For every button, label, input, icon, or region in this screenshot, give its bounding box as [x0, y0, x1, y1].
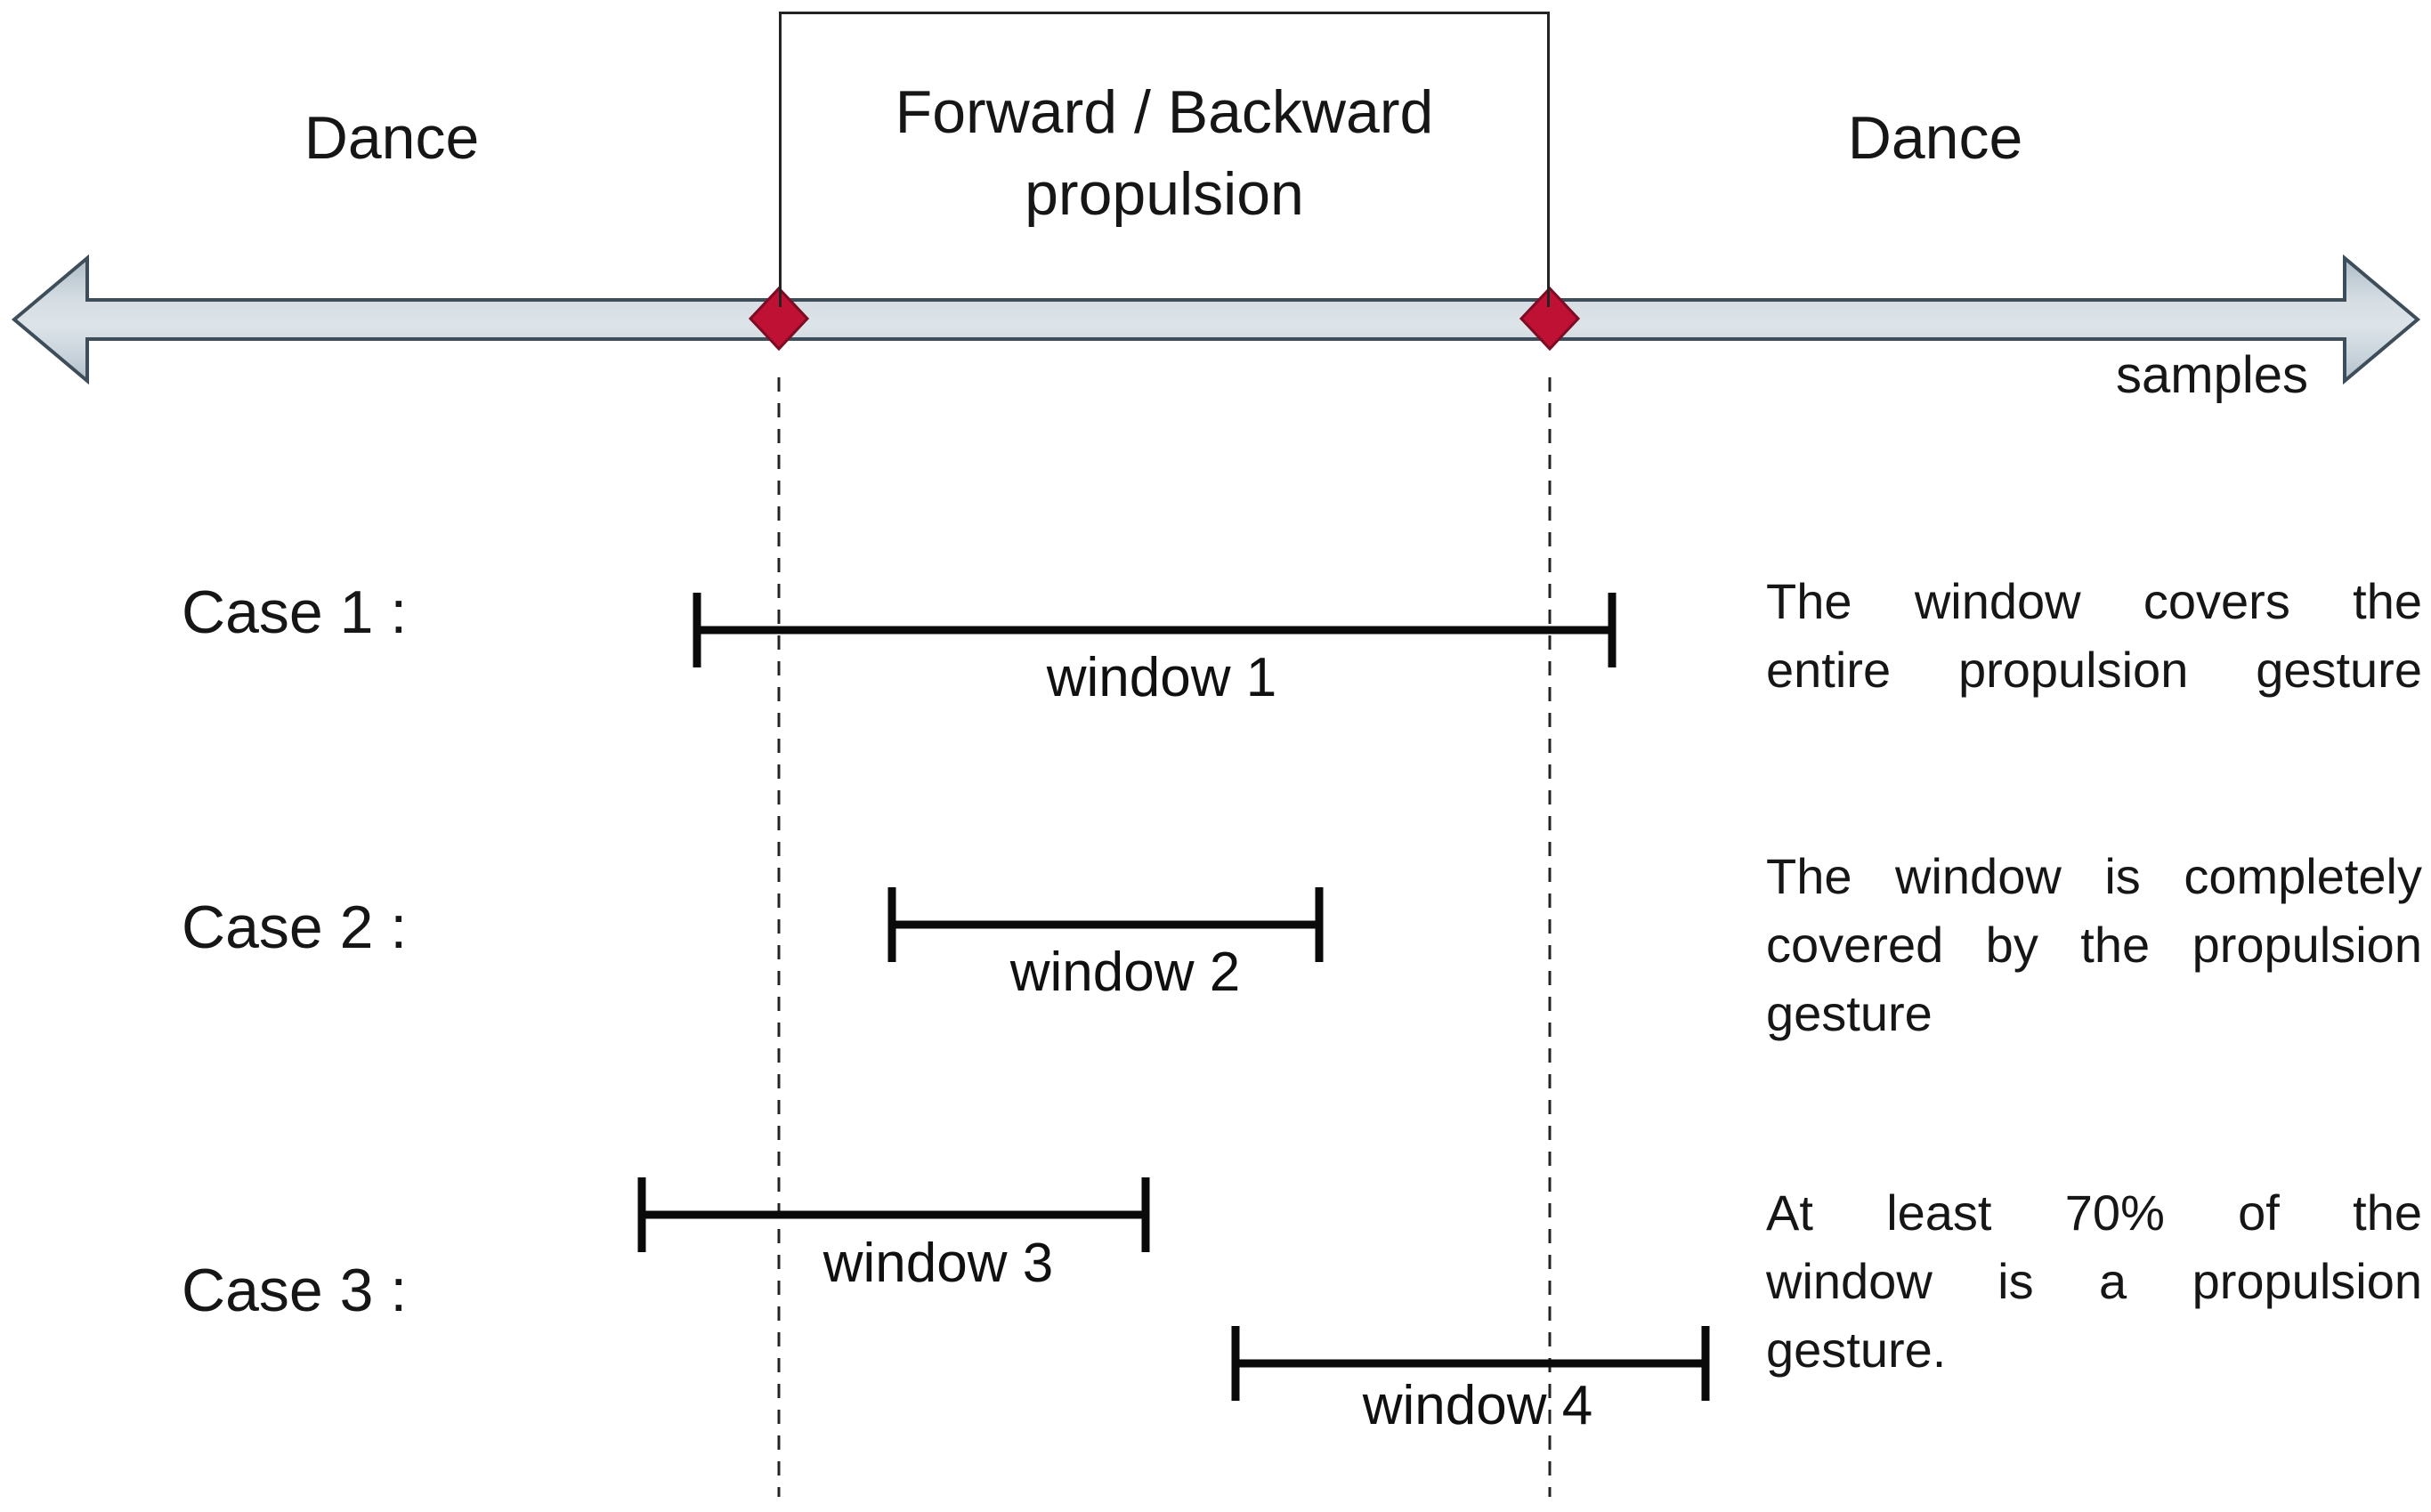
description-word: least	[1886, 1185, 1992, 1241]
description-word: gesture	[2256, 642, 2422, 698]
description-word: The	[1766, 573, 1852, 629]
description-word: the	[2353, 1185, 2422, 1241]
gesture-box-title: Forward / Backward propulsion	[782, 71, 1547, 235]
description-word: by	[1985, 917, 2038, 973]
case-3-description: At least 70% of the window is a propulsion gest…	[1766, 1178, 2422, 1384]
case-2-description-line: gesture	[1766, 985, 1933, 1041]
description-word: window	[1914, 573, 2081, 629]
description-word: 70%	[2064, 1185, 2165, 1241]
description-word: propulsion	[2192, 917, 2422, 973]
description-word: the	[2080, 917, 2151, 973]
description-word: window	[1766, 1253, 1933, 1309]
window-1-bracket	[693, 593, 1617, 667]
case-2-label: Case 2 :	[182, 893, 408, 961]
description-word: the	[2353, 573, 2422, 629]
case-3-label: Case 3 :	[182, 1257, 408, 1324]
description-word: of	[2238, 1185, 2280, 1241]
case-3-description-line: At least 70% of the	[1766, 1178, 2422, 1247]
case-3-description-line: gesture.	[1766, 1322, 1947, 1378]
description-word: propulsion	[1957, 642, 2189, 698]
window-1-label: window 1	[1046, 647, 1277, 708]
description-word: covered	[1766, 917, 1944, 973]
propulsion-gesture-box: Forward / Backward propulsion	[779, 12, 1550, 307]
window-3-label: window 3	[822, 1233, 1054, 1294]
case-1-description-line: The window covers the	[1766, 567, 2422, 635]
case-1-label: Case 1 :	[182, 578, 408, 646]
description-word: a	[2099, 1253, 2127, 1309]
description-word: completely	[2184, 848, 2422, 904]
window-4-bracket	[1231, 1326, 1710, 1401]
case-1-description-line: entire propulsion gesture	[1766, 635, 2422, 704]
case-1-description: The window covers the entire propulsion gestu…	[1766, 567, 2422, 704]
description-word: propulsion	[2192, 1253, 2422, 1309]
window-3-bracket	[637, 1177, 1150, 1252]
description-word: The	[1766, 848, 1852, 904]
description-word: entire	[1766, 642, 1892, 698]
gesture-end-diamond-marker	[1519, 286, 1581, 352]
case-3-description-line: window is a propulsion	[1766, 1247, 2422, 1315]
window-2-label: window 2	[1009, 942, 1241, 1003]
description-word: window	[1895, 848, 2062, 904]
window-4-label: window 4	[1362, 1375, 1593, 1436]
timeline-right-segment-label: Dance	[1847, 104, 2023, 172]
description-word: is	[2104, 848, 2141, 904]
timeline-left-segment-label: Dance	[304, 104, 480, 172]
description-word: covers	[2143, 573, 2290, 629]
window-2-bracket	[887, 887, 1324, 962]
timeline-arrow	[11, 254, 2421, 385]
timeline-axis-label: samples	[2116, 346, 2308, 404]
gesture-box-title-line1: Forward / Backward	[895, 78, 1434, 146]
description-word: is	[1997, 1253, 2034, 1309]
gesture-box-title-line2: propulsion	[1025, 160, 1304, 228]
description-word: At	[1766, 1185, 1813, 1241]
case-2-description-line: The window is completely	[1766, 842, 2422, 910]
gesture-start-diamond-marker	[748, 286, 810, 352]
